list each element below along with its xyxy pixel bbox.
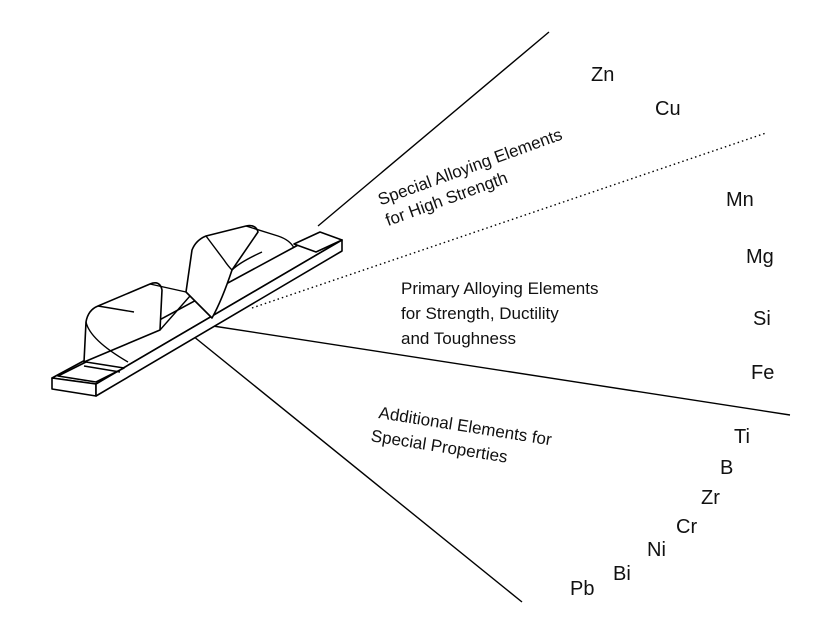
element-bi: Bi [613,563,631,585]
primary-label-line-3: and Toughness [401,329,516,348]
additional-group-label: Additional Elements for Special Properti… [370,403,554,466]
element-cr: Cr [676,516,697,538]
element-mg: Mg [746,246,774,268]
element-pb: Pb [570,578,594,600]
element-ti: Ti [734,426,750,448]
element-mn: Mn [726,189,754,211]
fan-lines [192,31,791,603]
element-b: B [720,457,733,479]
primary-label-line-2: for Strength, Ductility [401,304,559,323]
upper-boundary-line [317,31,550,227]
element-zn: Zn [591,64,614,86]
lower-boundary-line [192,335,523,603]
primary-label-line-1: Primary Alloying Elements [401,279,598,298]
primary-group-label: Primary Alloying Elements for Strength, … [401,279,598,348]
special-group-label: Special Alloying Elements for High Stren… [375,125,564,230]
element-fe: Fe [751,362,774,384]
element-cu: Cu [655,98,681,120]
element-ni: Ni [647,539,666,561]
element-zr: Zr [701,487,720,509]
middle-boundary-line [212,325,791,416]
extruded-part-icon [51,224,343,397]
dotted-divider-line [251,132,767,309]
element-si: Si [753,308,771,330]
